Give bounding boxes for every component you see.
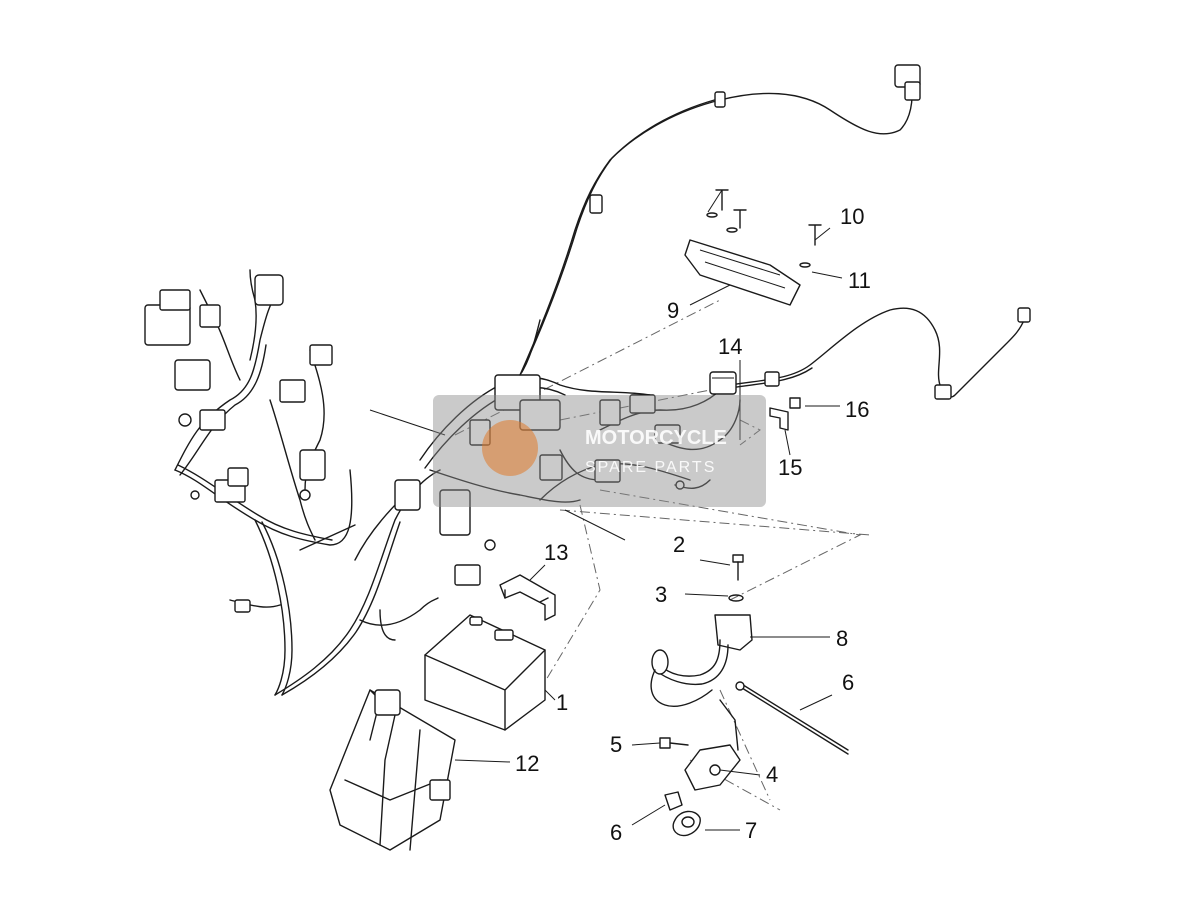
screw-part-5 [659, 737, 689, 749]
fuse-box-part-12 [329, 689, 456, 851]
bracket-part-15 [769, 407, 789, 431]
callout-15: 15 [778, 455, 802, 480]
callout-7: 7 [745, 818, 757, 843]
callout-labels: 1 2 3 4 5 6 6 7 8 9 10 11 12 13 14 15 16 [515, 204, 871, 845]
relay-part-14 [709, 371, 737, 395]
watermark: MOTORCYCLE SPARE PARTS [433, 395, 766, 507]
leader-lines [454, 227, 843, 831]
callout-13: 13 [544, 540, 568, 565]
clip-part-6-lower [664, 791, 683, 811]
clamp-part-7 [672, 810, 701, 837]
callout-11: 11 [848, 268, 871, 293]
watermark-logo-icon [482, 420, 538, 476]
callout-6-rod: 6 [842, 670, 854, 695]
callout-6-clip: 6 [610, 820, 622, 845]
callout-12: 12 [515, 751, 539, 776]
callout-4: 4 [766, 762, 778, 787]
callout-1: 1 [556, 690, 568, 715]
watermark-line1: MOTORCYCLE [585, 427, 727, 449]
rod-part-6 [735, 681, 849, 755]
battery-strap-part-13 [499, 574, 556, 621]
callout-3: 3 [655, 582, 667, 607]
washer-part-3 [728, 594, 744, 602]
central-harness-section [299, 319, 741, 586]
construction-lines [454, 299, 871, 811]
callout-5: 5 [610, 732, 622, 757]
callout-10: 10 [840, 204, 864, 229]
callout-8: 8 [836, 626, 848, 651]
screw-part-16 [789, 397, 801, 409]
screw-part-2 [732, 554, 744, 581]
watermark-line2: SPARE PARTS [585, 459, 716, 476]
upper-cable [519, 64, 921, 376]
bracket-part-4 [684, 699, 741, 791]
callout-16: 16 [845, 397, 869, 422]
sensor-cable [729, 307, 1031, 400]
callout-9: 9 [667, 298, 679, 323]
main-wiring-harness [144, 269, 441, 696]
callout-14: 14 [718, 334, 742, 359]
battery-part-1 [424, 614, 546, 731]
ignition-coil-part-8 [650, 614, 753, 707]
control-unit-part-9 [684, 189, 822, 306]
callout-2: 2 [673, 532, 685, 557]
